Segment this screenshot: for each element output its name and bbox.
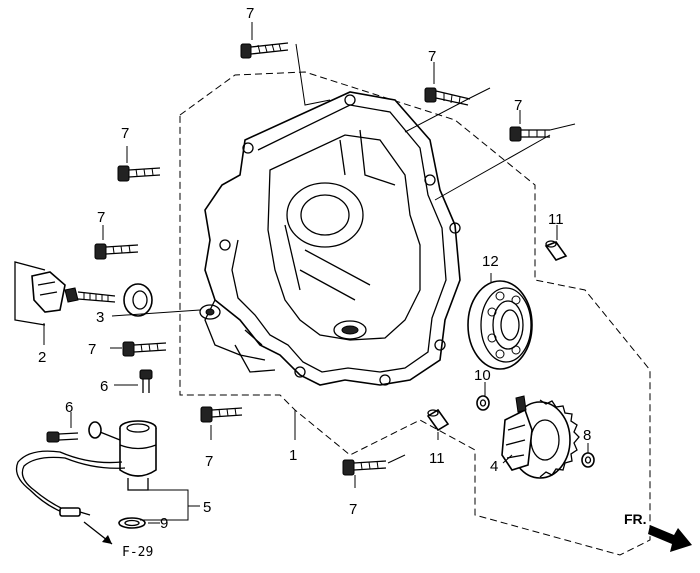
sensor-o-ring xyxy=(118,517,146,529)
bolt-upper-right-2 xyxy=(509,126,550,142)
bolt-bottom-center xyxy=(200,406,243,423)
ball-bearing xyxy=(467,280,533,370)
bolt-left-1 xyxy=(117,165,161,182)
front-direction-indicator: FR. xyxy=(624,511,692,552)
callout-2: 2 xyxy=(38,349,46,366)
bolt-small-upper xyxy=(139,369,153,393)
callout-7: 7 xyxy=(349,501,357,518)
front-label: FR. xyxy=(624,511,647,527)
dowel-pin-bottom xyxy=(426,408,450,432)
washer-10 xyxy=(476,395,490,411)
bolt-bottom xyxy=(342,459,387,476)
callout-7: 7 xyxy=(205,453,213,470)
callout-11: 11 xyxy=(548,211,564,228)
callout-10: 10 xyxy=(474,367,491,384)
assembly-outline xyxy=(179,71,651,556)
leader-lines xyxy=(43,22,589,524)
bolt-top xyxy=(240,42,289,59)
callout-9: 9 xyxy=(160,515,168,532)
crankcase-cover xyxy=(199,91,461,386)
callout-6: 6 xyxy=(100,378,108,395)
reference-arrow-head xyxy=(102,535,112,544)
bolt-left-3 xyxy=(122,341,167,357)
callout-12: 12 xyxy=(482,253,499,270)
governor-gear xyxy=(501,395,580,479)
o-ring-seal xyxy=(123,283,153,317)
bolt-left-2 xyxy=(94,243,139,260)
oil-alert-sensor xyxy=(15,420,157,517)
callout-1: 1 xyxy=(289,447,297,464)
callout-8: 8 xyxy=(583,427,591,444)
oil-level-switch xyxy=(31,271,116,313)
callout-3: 3 xyxy=(96,309,104,326)
callout-6: 6 xyxy=(65,399,73,416)
dowel-pin-right xyxy=(544,240,568,261)
callout-4: 4 xyxy=(490,458,498,475)
callout-5: 5 xyxy=(203,499,211,516)
switch-group-box xyxy=(14,261,46,326)
washer-8 xyxy=(581,452,595,468)
callout-7: 7 xyxy=(97,209,105,226)
callout-7: 7 xyxy=(121,125,129,142)
callout-7: 7 xyxy=(428,48,436,65)
callout-7: 7 xyxy=(246,5,254,22)
callout-7: 7 xyxy=(514,97,522,114)
bolt-small-lower xyxy=(46,431,79,443)
callout-7: 7 xyxy=(88,341,96,358)
page-reference: F-29 xyxy=(122,545,153,560)
bolt-upper-right-1 xyxy=(424,87,471,106)
callout-11: 11 xyxy=(429,450,445,467)
